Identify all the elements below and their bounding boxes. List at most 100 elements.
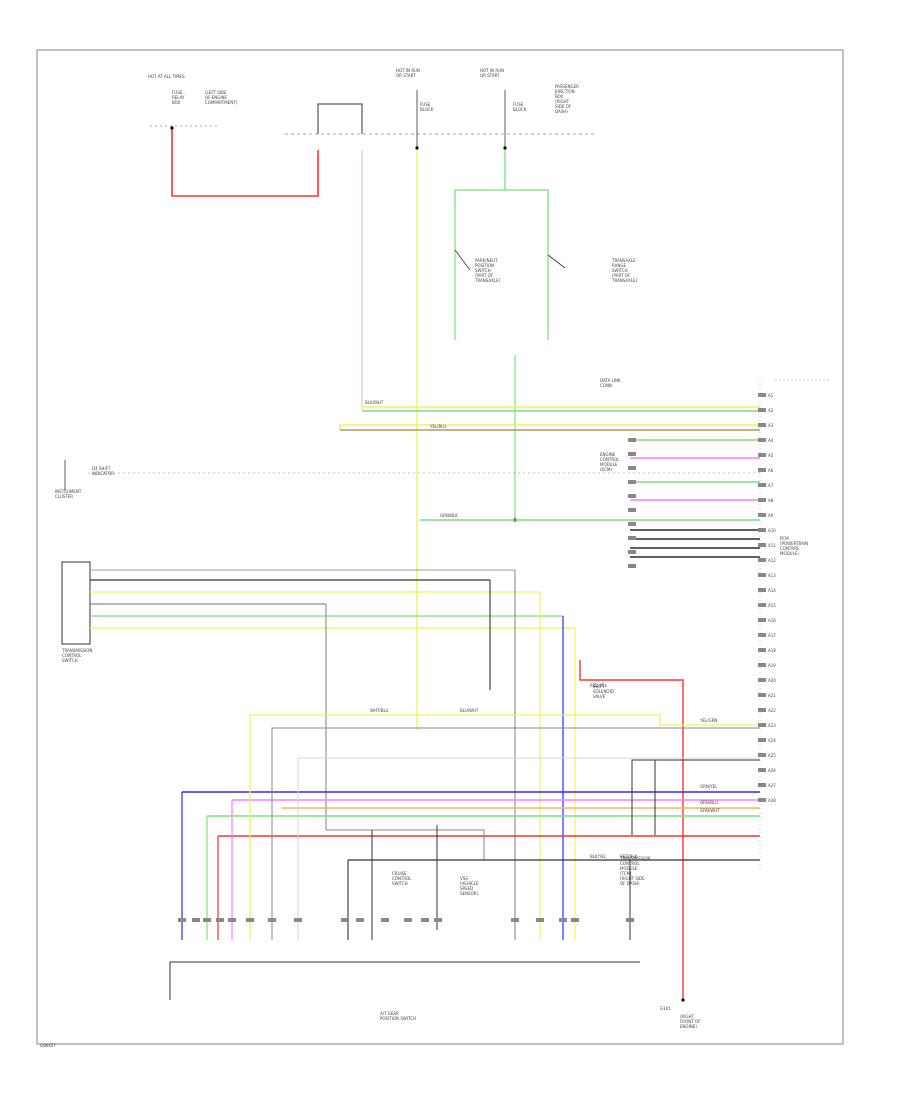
right-pin-label-8: A9 [768, 513, 774, 518]
pcm-connector-tag-9 [628, 564, 636, 568]
right-pin-label-2: A3 [768, 423, 774, 428]
right-pin-label-22: A23 [768, 723, 776, 728]
right-pin-label-3: A4 [768, 438, 774, 443]
fuse2-node [503, 146, 507, 150]
bottom-pin-tag-9 [356, 918, 364, 922]
right-pin-tag-8 [758, 513, 766, 517]
right-pin-tag-3 [758, 438, 766, 442]
right-pin-tag-16 [758, 633, 766, 637]
right-pin-label-21: A22 [768, 708, 776, 713]
bottom-pin-tag-0 [178, 918, 186, 922]
green-switch-feed-a [454, 150, 506, 210]
pcm-yellow-2 [339, 424, 760, 430]
right-pin-tag-24 [758, 753, 766, 757]
pcm-connector-tag-5 [628, 508, 636, 512]
gray-tcm-upper [271, 727, 760, 940]
right-pin-label-13: A14 [768, 588, 776, 593]
battery-feed-node [170, 126, 174, 130]
bottom-pin-tag-4 [228, 918, 236, 922]
right-pin-label-6: A7 [768, 483, 774, 488]
right-pin-label-7: A8 [768, 498, 774, 503]
bottom-pin-tag-18 [626, 918, 634, 922]
right-pin-tag-23 [758, 738, 766, 742]
pcm-connector-tag-4 [628, 494, 636, 498]
right-pin-label-1: A2 [768, 408, 774, 413]
right-pin-tag-1 [758, 408, 766, 412]
right-pin-label-11: A12 [768, 558, 776, 563]
bottom-pin-tag-3 [216, 918, 224, 922]
yellow-tcm-upper [249, 714, 760, 940]
right-pin-tag-27 [758, 798, 766, 802]
green-switch-feed-b [505, 189, 549, 210]
gray-bottom-link [326, 829, 485, 860]
right-pin-tag-4 [758, 453, 766, 457]
right-pin-tag-15 [758, 618, 766, 622]
right-pin-label-26: A27 [768, 783, 776, 788]
bottom-pin-tag-8 [341, 918, 349, 922]
right-pin-tag-20 [758, 693, 766, 697]
bottom-pin-tag-12 [421, 918, 429, 922]
right-pin-tag-21 [758, 708, 766, 712]
ground-label: G101 [660, 1006, 671, 1011]
battery-feed-wire [171, 128, 319, 197]
right-pin-label-14: A15 [768, 603, 776, 608]
right-pin-tag-17 [758, 648, 766, 652]
pcm-connector-tag-8 [628, 550, 636, 554]
right-pin-tag-22 [758, 723, 766, 727]
bottom-pin-tag-2 [203, 918, 211, 922]
wire-label-w10: GRN/WHT [700, 808, 720, 813]
right-pin-label-18: A19 [768, 663, 776, 668]
right-pin-tag-0 [758, 393, 766, 397]
wire-label-w9: RED/BLK [620, 854, 638, 859]
right-pin-tag-10 [758, 543, 766, 547]
bottom-pin-tag-7 [294, 918, 302, 922]
bottom-pin-tag-14 [511, 918, 519, 922]
switch-a-contact [454, 249, 471, 271]
wire-label-w7: YEL/GRN [699, 718, 717, 723]
hot-at-all-times-label: HOT AT ALL TIMES [148, 74, 185, 79]
right-pin-tag-25 [758, 768, 766, 772]
pcm-connector-tag-3 [628, 480, 636, 484]
wire-label-w1: BLK/WHT [365, 400, 384, 405]
right-pin-label-16: A17 [768, 633, 776, 638]
bottom-pin-tag-6 [268, 918, 276, 922]
bottom-pin-tag-17 [571, 918, 579, 922]
wire-label-w11: ORN/BLU [700, 800, 718, 805]
shift-control-box [61, 561, 91, 645]
right-pin-label-15: A16 [768, 618, 776, 623]
bottom-pin-tag-5 [246, 918, 254, 922]
fuse1-node [415, 146, 419, 150]
bottom-pin-tag-10 [381, 918, 389, 922]
wire-label-w4: RED/YEL [590, 683, 608, 688]
bottom-pin-tag-1 [192, 918, 200, 922]
right-pin-tag-26 [758, 783, 766, 787]
wire-label-w3: GRN/BLK [440, 513, 458, 518]
wire-label-w2: YEL/BLU [429, 424, 446, 429]
bottom-pin-tag-15 [536, 918, 544, 922]
red-wire-ground-node [681, 998, 685, 1002]
wire-label-w12: GRN/YEL [700, 784, 718, 789]
right-pin-label-24: A25 [768, 753, 776, 758]
right-pin-tag-7 [758, 498, 766, 502]
right-pin-tag-11 [758, 558, 766, 562]
right-pin-tag-5 [758, 468, 766, 472]
wire-label-w5: WHT/BLU [370, 708, 389, 713]
pcm-connector-tag-7 [628, 536, 636, 540]
